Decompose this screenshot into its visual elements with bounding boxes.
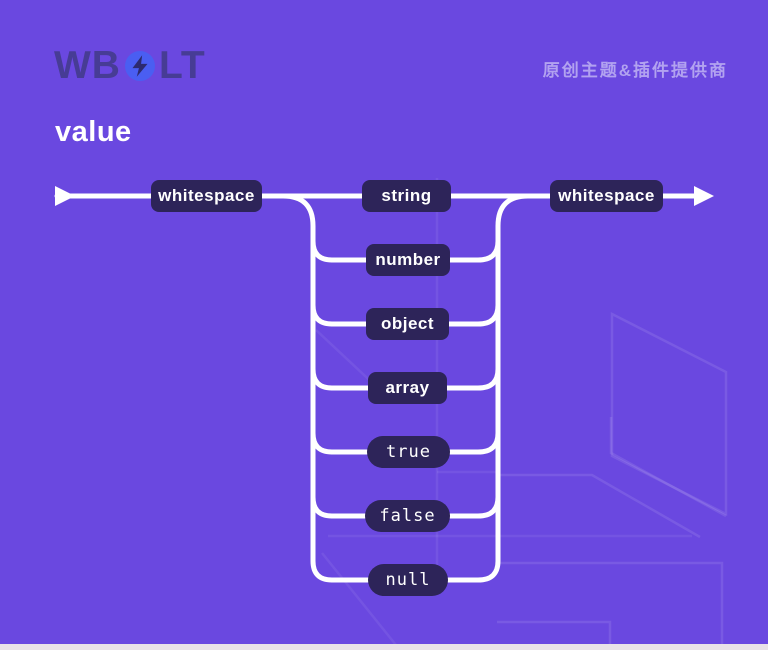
start-arrow-icon [55, 186, 75, 206]
logo-text-left: WB [54, 44, 121, 87]
node-number: number [366, 244, 450, 276]
site-logo[interactable]: WB LT [54, 46, 206, 85]
page-title: value [55, 116, 132, 148]
right-rail [475, 193, 531, 583]
node-false: false [365, 500, 450, 532]
node-whitespace-entry: whitespace [151, 180, 262, 212]
node-object: object [366, 308, 449, 340]
end-arrow-icon [694, 186, 714, 206]
node-string: string [362, 180, 451, 212]
site-tagline: 原创主题&插件提供商 [542, 61, 728, 80]
left-rail [280, 193, 335, 583]
node-array: array [368, 372, 447, 404]
node-true: true [367, 436, 450, 468]
logo-text-right: LT [158, 44, 206, 87]
bottom-page-edge [0, 644, 768, 650]
node-whitespace-exit: whitespace [550, 180, 663, 212]
node-null: null [368, 564, 448, 596]
lightning-bolt-icon [124, 50, 155, 81]
